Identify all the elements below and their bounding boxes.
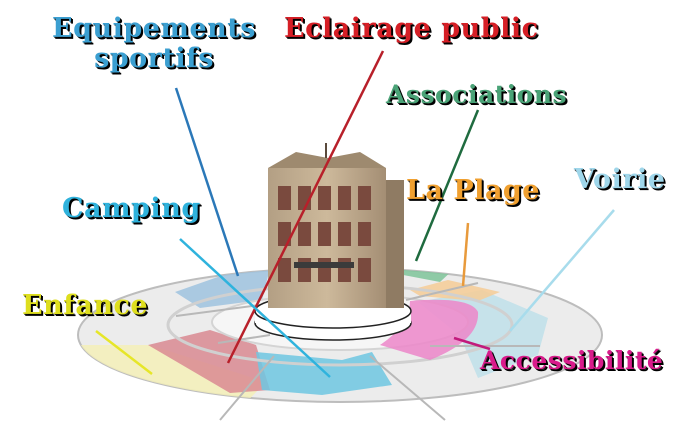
- town-hall-window: [318, 186, 331, 210]
- label-associations: Associations: [386, 80, 568, 109]
- town-hall-window: [278, 186, 291, 210]
- leader-plage: [461, 222, 470, 287]
- leader-enfance: [95, 330, 153, 375]
- leader-associations: [414, 109, 480, 262]
- label-enfance: Enfance: [22, 290, 149, 321]
- label-camping: Camping: [62, 193, 201, 224]
- label-equipements-line2: sportifs: [94, 43, 214, 74]
- segment-dividers: [175, 282, 540, 421]
- segment-plage: [410, 280, 500, 301]
- label-accessibilite: Accessibilité: [480, 346, 664, 375]
- label-eclairage: Eclairage public: [284, 13, 539, 44]
- town-hall-window: [338, 186, 351, 210]
- leader-equipements: [174, 87, 240, 277]
- leader-lines: [95, 50, 615, 378]
- town-hall-window: [318, 258, 331, 282]
- segment-associations: [392, 268, 455, 282]
- label-equipements-line1: Equipements: [52, 13, 256, 44]
- segment-eclairage: [148, 330, 270, 393]
- segment-equipements: [175, 268, 270, 308]
- label-equipements: Equipements sportifs: [48, 14, 260, 74]
- town-hall-window: [338, 222, 351, 246]
- town-hall-icon: [268, 143, 404, 308]
- town-hall-window: [298, 258, 311, 282]
- town-hall-window: [338, 258, 351, 282]
- town-hall-window: [358, 258, 371, 282]
- leader-eclairage: [226, 50, 385, 364]
- segment-accessibilite: [380, 299, 479, 360]
- leader-camping: [179, 238, 331, 378]
- leader-voirie: [509, 209, 615, 332]
- leader-accessibilite: [453, 336, 491, 351]
- label-plage: La Plage: [406, 175, 540, 206]
- label-voirie: Voirie: [574, 164, 666, 195]
- town-hall-window: [358, 186, 371, 210]
- town-hall-window: [278, 258, 291, 282]
- town-hall-window: [358, 222, 371, 246]
- town-hall-window: [298, 222, 311, 246]
- town-hall-window: [318, 222, 331, 246]
